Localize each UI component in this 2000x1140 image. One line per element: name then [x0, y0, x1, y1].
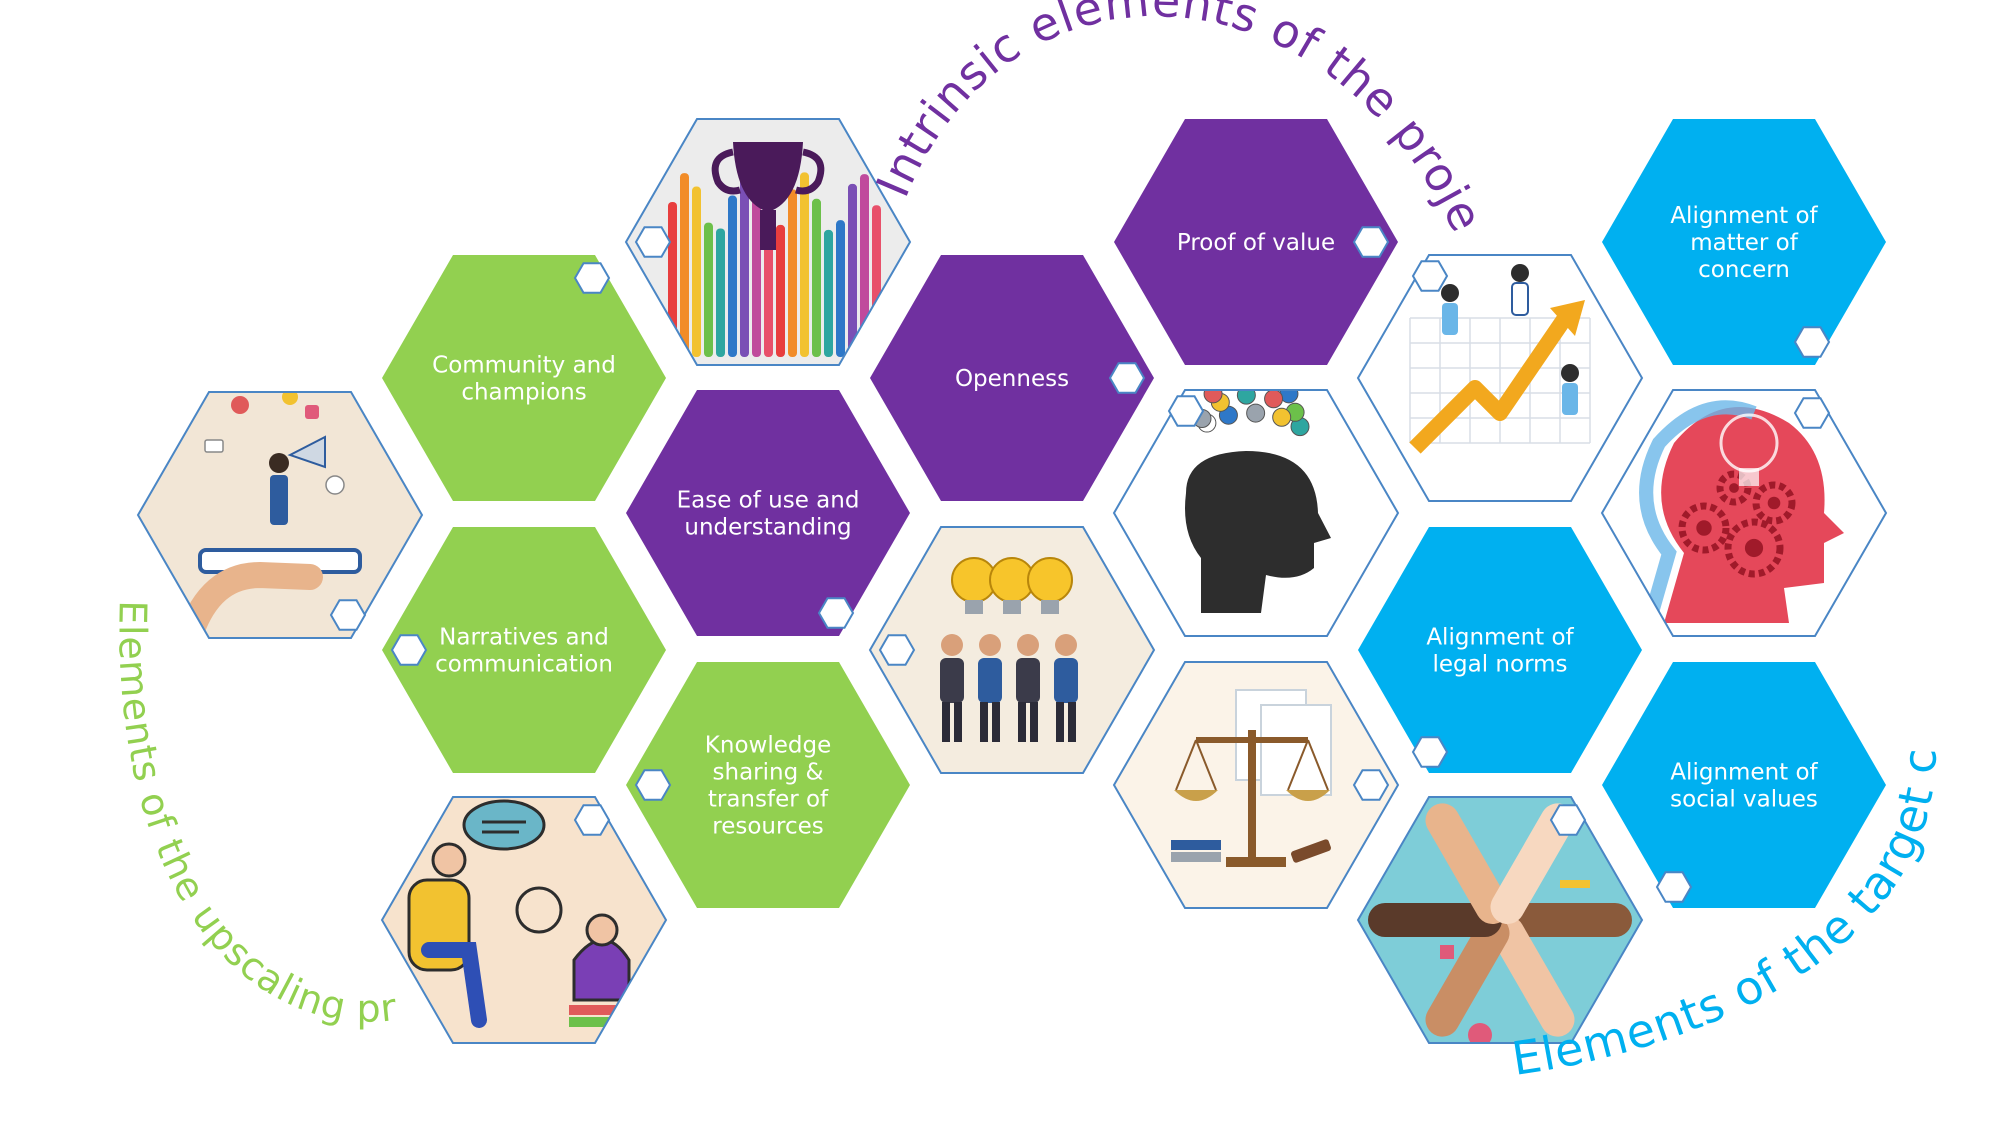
hexagon-label-line: matter of [1690, 230, 1799, 256]
head-with-ideas-icon [1114, 390, 1398, 636]
hexagon-conversation-illustration [380, 796, 668, 1044]
hexagon-openness: Openness [870, 255, 1154, 501]
hexagon-label-line: Narratives and [439, 625, 609, 651]
hexagon-shape [626, 390, 910, 636]
hexagon-marker-icon [1108, 362, 1146, 394]
hexagon-shape [1602, 662, 1886, 908]
hexagon-shape [382, 527, 666, 773]
hexagon-marker-icon [573, 262, 611, 294]
hexagon-shape [626, 662, 910, 908]
hexagon-marker-icon [634, 226, 672, 258]
hexagon-label-line: Alignment of [1670, 760, 1818, 786]
hexagon-marker-icon [1793, 326, 1831, 358]
hexagon-label-line: understanding [684, 515, 851, 541]
hexagon-marker-icon [1352, 226, 1390, 258]
hexagon-marker-icon [329, 599, 367, 631]
hexagon-label-line: Ease of use and [677, 488, 860, 514]
hexagon-outline [1356, 796, 1644, 1044]
hexagon-label-line: social values [1670, 787, 1818, 813]
hexagon-outline [624, 118, 912, 366]
hexagon-label-line: Alignment of [1426, 625, 1574, 651]
hexagon-label-line: Community and [432, 353, 616, 379]
hexagon-proof-of-value: Proof of value [1114, 119, 1398, 365]
hexagon-lightbulb-team-illustration [868, 526, 1156, 774]
hexagon-label-line: Alignment of [1670, 203, 1818, 229]
hexagon-outline [136, 391, 424, 639]
growth-chart-team-icon [1358, 255, 1642, 501]
hexagon-stacked-hands-illustration [1356, 796, 1644, 1044]
hexagon-marker-icon [1549, 804, 1587, 836]
hexagon-teacher-megaphone-illustration [136, 391, 424, 639]
two-people-conversation-icon [382, 797, 666, 1043]
hexagon-head-ideas-illustration [1112, 389, 1400, 637]
hexagon-marker-icon [817, 597, 855, 629]
hexagon-outline [1112, 661, 1400, 909]
hexagon-label-line: concern [1698, 257, 1790, 283]
hexagon-shape [1602, 119, 1886, 365]
teacher-megaphone-on-book-icon [138, 392, 422, 638]
hexagon-marker-icon [634, 769, 672, 801]
hexagon-label-line: Knowledge [705, 733, 831, 759]
hexagon-marker-icon [1167, 395, 1205, 427]
hexagon-label-line: champions [461, 380, 586, 406]
hexagon-label-line: transfer of [708, 787, 829, 813]
hexagon-shape [870, 255, 1154, 501]
hexagon-label-line: Openness [955, 366, 1069, 392]
hexagon-scales-justice-illustration [1112, 661, 1400, 909]
hexagon-outline [380, 796, 668, 1044]
hexagon-shape [1114, 119, 1398, 365]
hexagon-label-line: communication [435, 652, 613, 678]
hexagon-label-line: resources [712, 814, 823, 840]
hexagon-label-line: sharing & [713, 760, 824, 786]
hexagon-marker-icon [1411, 260, 1449, 292]
hexagon-outline [1356, 254, 1644, 502]
hexagon-outline [868, 526, 1156, 774]
hexagon-shape [1358, 527, 1642, 773]
hexagon-label-line: legal norms [1432, 652, 1567, 678]
hexagon-outline [1112, 389, 1400, 637]
hexagon-marker-icon [573, 804, 611, 836]
hexagon-marker-icon [1352, 769, 1390, 801]
hexagon-marker-icon [1411, 736, 1449, 768]
gears-in-head-icon [1602, 390, 1886, 636]
hexagon-label-line: Proof of value [1177, 230, 1335, 256]
hexagon-shape [382, 255, 666, 501]
hexagon-marker-icon [1793, 397, 1831, 429]
hexagon-marker-icon [878, 634, 916, 666]
hexagon-trophy-hands-illustration [624, 118, 912, 366]
hexagon-marker-icon [390, 634, 428, 666]
hexagon-growth-chart-illustration [1356, 254, 1644, 502]
hexagon-gears-head-illustration [1600, 389, 1888, 637]
hexagon-marker-icon [1655, 871, 1693, 903]
hexagon-markers [329, 226, 1831, 903]
hexagon-outline [1600, 389, 1888, 637]
